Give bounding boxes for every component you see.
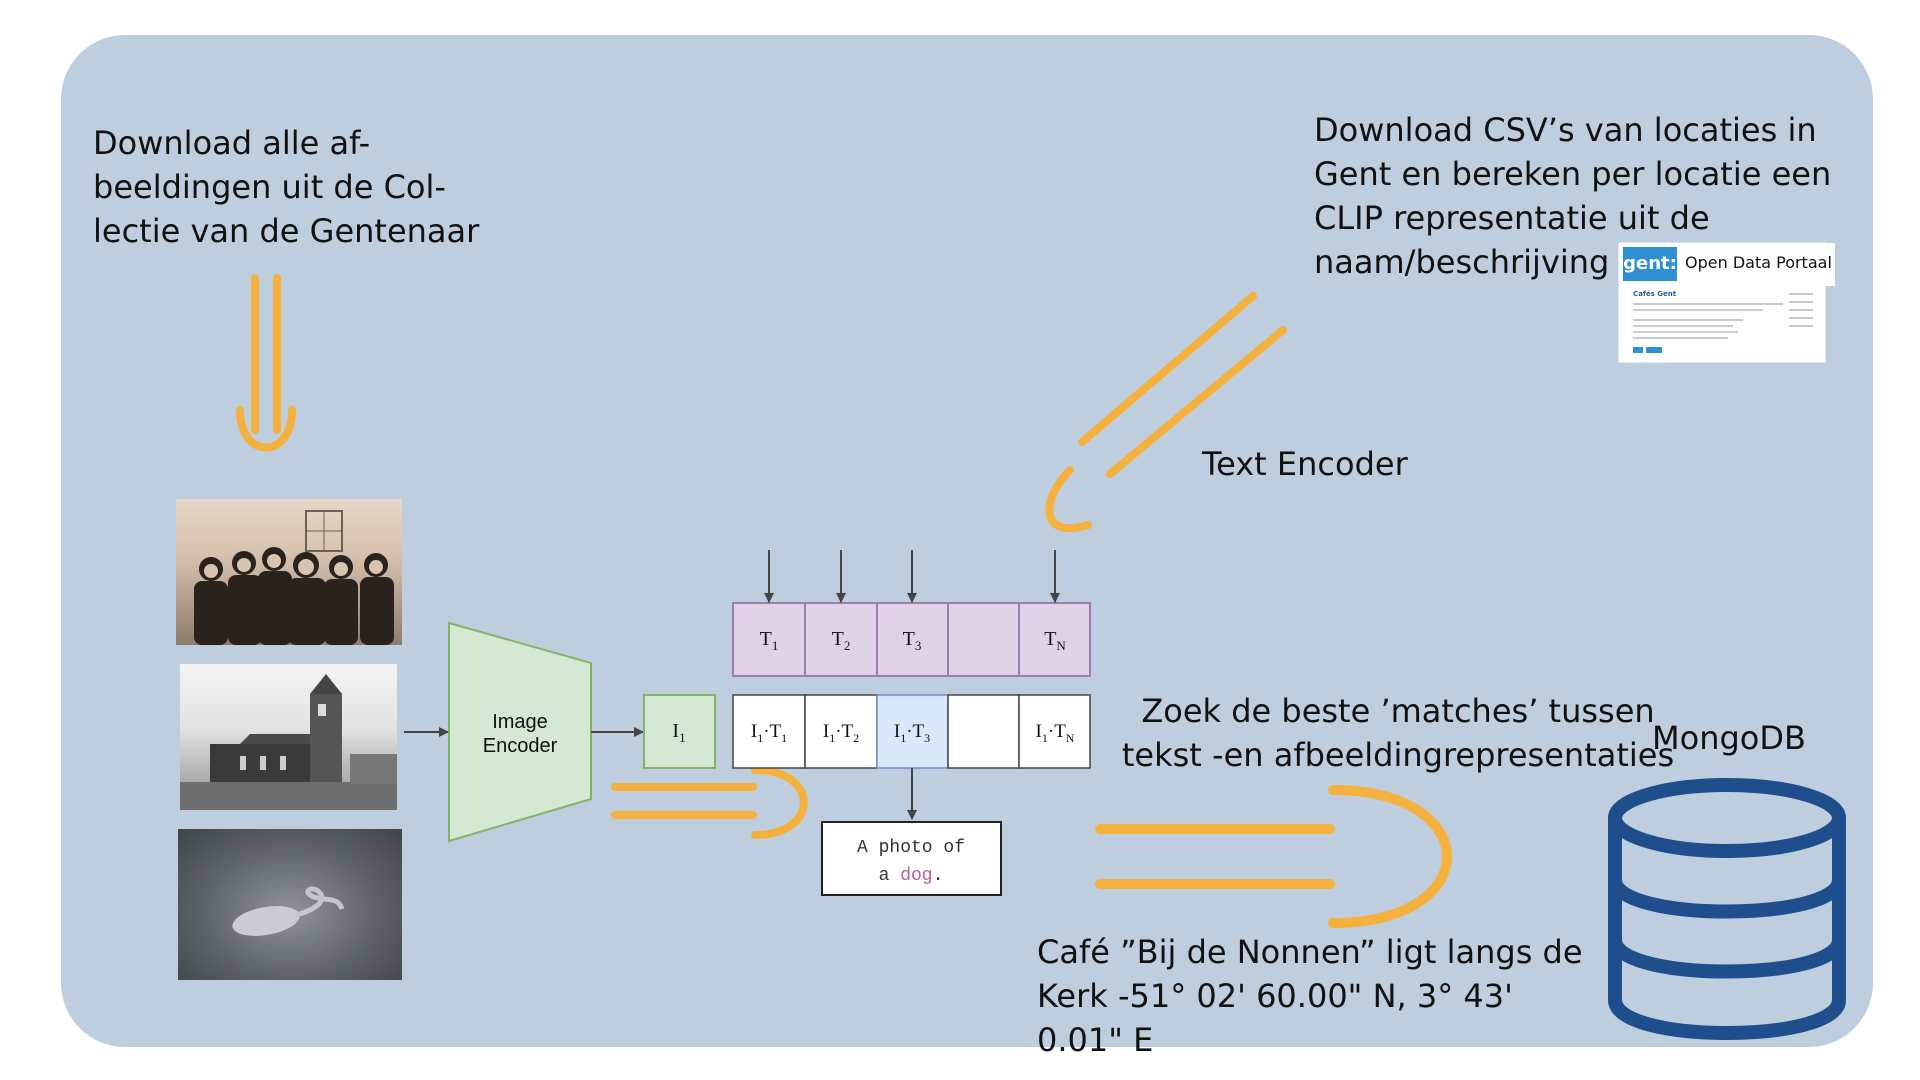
image-encoder-label-2: Encoder [483,735,558,757]
portal-text-line [1633,319,1743,321]
product-3-bs: 3 [924,731,930,745]
text-cell-n [1018,602,1091,677]
product-1-b: T [770,721,782,742]
product-label-2: I1·T2 [823,721,859,745]
product-3-b: T [913,721,925,742]
product-n-bs: N [1066,731,1075,745]
download-images-text: Download alle af- beeldingen uit de Col-… [93,124,480,250]
mongodb-label: MongoDB [1652,719,1806,757]
product-label-3: I1·T3 [894,721,930,745]
portal-text-line [1633,331,1738,333]
product-2-bs: 2 [853,731,859,745]
image-vector-main: I [672,720,679,742]
product-2-a: I [823,721,829,742]
product-2-dot: · [835,721,841,742]
caption-line-2-post: . [933,866,944,886]
portal-text-line [1633,337,1728,339]
download-csv-text: Download CSV’s van locaties in Gent en b… [1314,111,1832,281]
church-photo-art [180,674,397,810]
image-vector-label: I1 [672,720,685,745]
product-cell-2 [804,694,878,769]
text-encoder-label: Text Encoder [1202,445,1408,483]
portal-title: Open Data Portaal [1685,253,1832,272]
product-1-bs: 1 [781,731,787,745]
to-mongodb-arrow [1095,785,1452,928]
text-cell-4 [947,602,1020,677]
caption-line-2: a dog. [879,866,944,886]
product-n-as: 1 [1042,731,1048,745]
portal-dataset-title: Cafés Gent [1633,290,1677,298]
text-cell-1 [732,602,806,677]
group-photo [176,499,402,645]
product-1-as: 1 [757,731,763,745]
text-cell-label-2: T2 [832,628,851,653]
product-label-n: I1·TN [1036,721,1075,745]
spoon-photo-art [232,886,345,936]
text-encoder-arrow [1045,292,1287,533]
caption-line-2-pre: a [879,866,901,886]
product-3-a: I [894,721,900,742]
image-vector-sub: 1 [679,730,686,745]
product-n-a: I [1036,721,1042,742]
portal-side-line [1789,301,1813,303]
image-vector-cell [643,694,716,769]
text-cell-label-3: T3 [903,628,922,653]
caption-box [821,821,1002,896]
caption-highlight-word: dog [900,866,932,886]
text-cell-1-main: T [760,628,772,650]
product-n-dot: · [1048,721,1054,742]
church-photo [180,664,397,810]
encoder-to-matrix-arrow [611,766,808,839]
product-cell-4 [947,694,1020,769]
product-n-b: T [1054,721,1066,742]
image-encoder-label-1: Image [492,711,548,733]
portal-side-line [1789,325,1813,327]
text-cell-label-n: TN [1044,628,1066,653]
portal-text-line [1633,309,1763,311]
text-cell-label-1: T1 [760,628,779,653]
text-cell-2 [804,602,878,677]
caption-line-1: A photo of [857,838,965,858]
product-label-1: I1·T1 [751,721,787,745]
product-1-a: I [751,721,757,742]
text-cell-2-sub: 2 [844,638,851,653]
download-arrow [236,274,296,452]
product-3-as: 1 [900,731,906,745]
product-2-b: T [842,721,854,742]
database-icon [1608,778,1846,1040]
image-encoder-block [448,621,592,843]
text-cell-n-sub: N [1056,638,1066,653]
product-3-dot: · [906,721,912,742]
portal-side-line [1789,309,1813,311]
gent-logo: gent: [1623,247,1677,281]
portal-side-line [1789,293,1813,295]
text-cell-3-sub: 3 [915,638,922,653]
text-cell-n-main: T [1044,628,1056,650]
text-cell-3-main: T [903,628,915,650]
group-photo-art [194,510,394,645]
find-matches-text: Zoek de beste ’matches’ tussen tekst -en… [1121,692,1675,774]
open-data-portal-card: gent: Open Data Portaal Cafés Gent [1618,242,1835,363]
cafe-location-text: Café ”Bij de Nonnen” ligt langs de Kerk … [1037,933,1583,1059]
product-2-as: 1 [829,731,835,745]
portal-button [1646,347,1662,353]
portal-header: gent: Open Data Portaal [1619,243,1835,286]
text-cell-1-sub: 1 [772,638,779,653]
product-1-dot: · [763,721,769,742]
product-cell-n [1018,694,1091,769]
spoon-photo [178,829,402,980]
portal-text-line [1633,303,1783,305]
text-cell-2-main: T [832,628,844,650]
portal-button [1633,347,1643,353]
portal-side-line [1789,317,1813,319]
text-cell-3 [876,602,949,677]
portal-text-line [1633,325,1733,327]
